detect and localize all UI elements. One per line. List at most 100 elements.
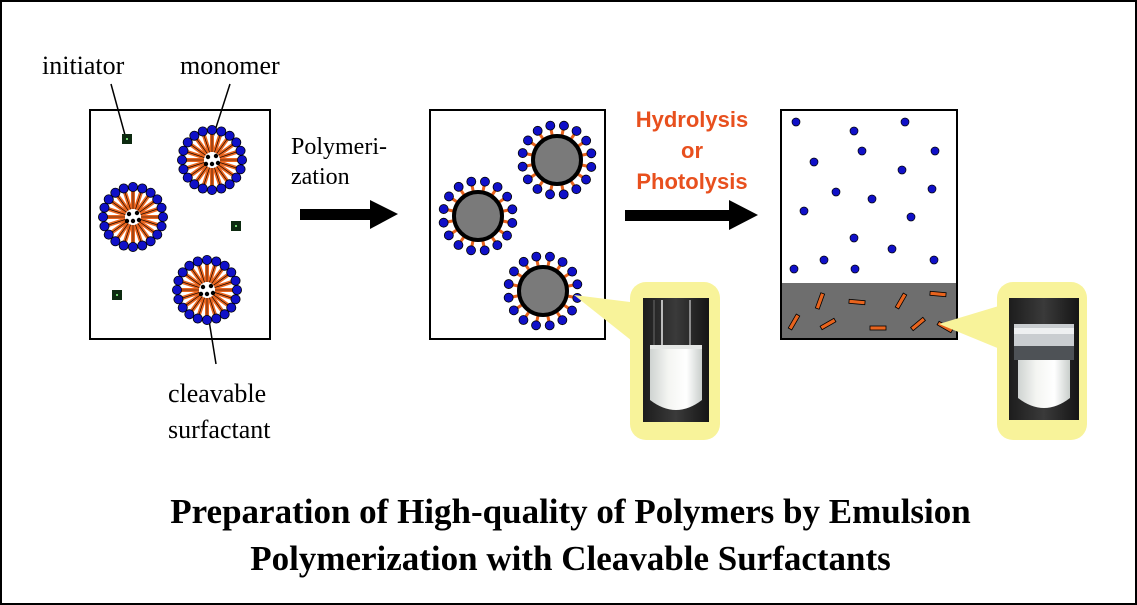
- hydrophobic-fragment: [848, 298, 866, 306]
- surfactant-tail-outline: [218, 144, 234, 156]
- surfactant-head: [518, 315, 529, 325]
- free-head: [850, 264, 860, 274]
- surfactant-head: [466, 176, 477, 187]
- surfactant-tail-outline: [137, 195, 149, 211]
- surfactant-tail-outline: [214, 281, 232, 288]
- free-head: [791, 117, 801, 127]
- surfactant-head: [206, 125, 217, 136]
- monomer-droplet: [198, 291, 204, 297]
- latex-particle: [517, 120, 597, 200]
- surfactant-tail-outline: [117, 195, 129, 211]
- surfactant-tail-outline: [196, 138, 208, 154]
- surfactant-tail-outline: [211, 268, 223, 284]
- surfactant-head: [581, 174, 591, 185]
- surfactant-head: [137, 183, 148, 194]
- surfactant-head: [517, 161, 528, 172]
- surfactant-head: [197, 126, 208, 137]
- polymer-sediment-layer: [782, 283, 956, 338]
- surfactant-tail-outline: [214, 135, 221, 153]
- free-head: [831, 187, 841, 197]
- initiator-particles: [112, 134, 241, 300]
- initiator-core: [126, 138, 128, 140]
- surfactant-head: [224, 130, 235, 141]
- surfactant-tail-outline: [203, 135, 210, 153]
- surfactant-tail-outline: [209, 265, 216, 283]
- surfactant-tail-outline: [211, 296, 223, 312]
- surfactant-head: [224, 179, 235, 190]
- cleaved-photo-callout-pointer: [939, 302, 1012, 354]
- surfactant-head: [189, 179, 200, 190]
- surfactant-head: [571, 126, 582, 136]
- surfactant-head: [443, 230, 454, 241]
- surfactant-head: [236, 154, 247, 165]
- surfactant-head: [226, 267, 237, 278]
- surfactant-tail-outline: [216, 138, 228, 154]
- surfactant-head: [173, 294, 184, 305]
- monomer-droplet: [210, 290, 216, 296]
- surfactant-head: [201, 254, 212, 265]
- monomer-droplet: [200, 284, 206, 290]
- surfactant-tail-outline: [135, 192, 142, 210]
- surfactant-head: [502, 191, 513, 202]
- surfactant-head: [177, 302, 188, 313]
- surfactant-tail-outline: [108, 208, 126, 215]
- monomer-droplet: [136, 217, 142, 223]
- surfactant-head: [532, 125, 543, 136]
- surfactant-tail-outline: [185, 294, 201, 306]
- polymerization-label-line-2: zation: [291, 164, 350, 190]
- surfactant-head: [110, 236, 121, 247]
- surfactant-tail-outline: [190, 144, 206, 156]
- surfactant-head: [216, 126, 227, 137]
- initiator-leader-line: [110, 83, 126, 136]
- surfactant-head: [453, 240, 464, 250]
- surfactant-head: [545, 189, 555, 200]
- initiator-core: [116, 294, 118, 296]
- surfactant-head: [103, 194, 114, 205]
- reaction-label-line-3: Photolysis: [636, 169, 748, 194]
- surfactant-head: [99, 202, 110, 213]
- surfactant-tail-outline: [111, 221, 127, 233]
- surfactant-tail-outline: [185, 274, 201, 286]
- hydrophobic-fragment: [894, 292, 908, 310]
- polymer-core: [531, 134, 583, 186]
- surfactant-tail-outline: [182, 281, 200, 288]
- surfactant-tail-outline: [137, 223, 149, 239]
- surfactant-tail-outline: [140, 219, 158, 226]
- micelle: [98, 181, 168, 252]
- surfactant-tail-outline: [191, 268, 203, 284]
- caption-line-1: Preparation of High-quality of Polymers …: [170, 492, 971, 531]
- reaction-label-line-1: Hydrolysis: [635, 107, 749, 132]
- surfactant-head: [189, 130, 200, 141]
- free-head: [906, 212, 916, 222]
- surfactant-head: [480, 176, 490, 187]
- surfactant-tail-outline: [139, 221, 155, 233]
- hydrophobic-fragment: [910, 316, 926, 332]
- surfactant-head: [438, 204, 449, 214]
- figure-caption: Preparation of High-quality of Polymers …: [2, 488, 1135, 582]
- surfactant-head: [152, 194, 163, 205]
- surfactant-head: [178, 145, 189, 156]
- monomer-droplet: [134, 210, 140, 216]
- surfactant-head: [453, 181, 464, 192]
- surfactant-head: [192, 313, 203, 324]
- surfactant-head: [206, 184, 217, 195]
- surfactant-tail-outline: [140, 208, 158, 215]
- free-head: [819, 255, 829, 265]
- surfactant-tail-outline: [187, 151, 205, 158]
- surfactant-head: [156, 221, 167, 232]
- micelle: [176, 125, 247, 195]
- surfactant-head: [507, 218, 518, 228]
- latex-particle: [503, 251, 583, 331]
- surfactant-head: [230, 294, 241, 305]
- surfactant-tail-outline: [219, 162, 237, 169]
- surfactant-head: [466, 245, 476, 256]
- surfactant-tail-outline: [214, 167, 221, 185]
- hydrolysis-photolysis-label: Hydrolysis or Photolysis: [622, 104, 762, 197]
- surfactant-head: [118, 240, 129, 251]
- free-head: [929, 255, 939, 265]
- surfactant-tail-outline: [196, 166, 208, 182]
- surfactant-tail-outline: [203, 167, 210, 185]
- surfactant-head: [201, 314, 212, 325]
- surfactant-head: [157, 211, 168, 222]
- surfactant-head: [559, 120, 569, 131]
